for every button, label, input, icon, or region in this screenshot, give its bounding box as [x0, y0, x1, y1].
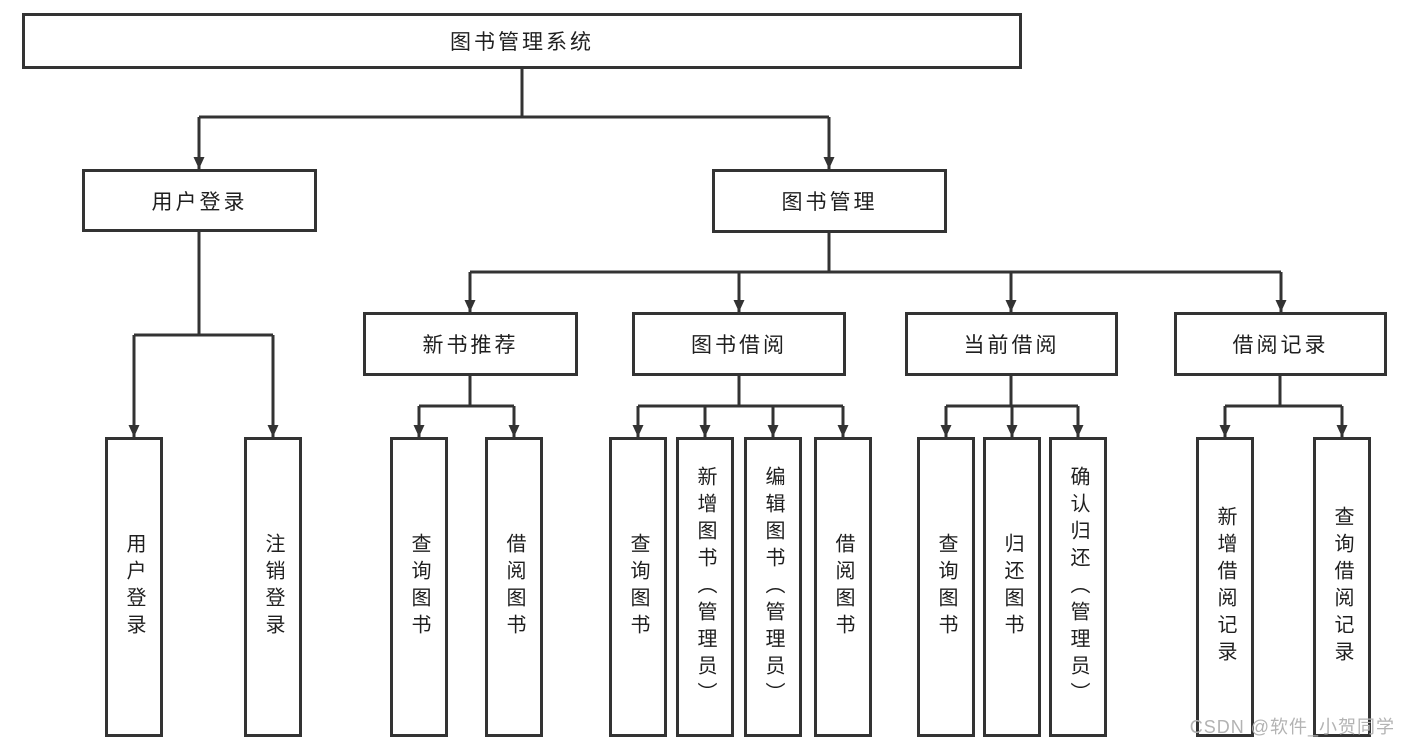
edge-arrows	[128, 117, 1348, 437]
leaf-query-books-borrow-label: 查询图书	[627, 533, 649, 641]
leaf-borrow-books-recommend: 借阅图书	[485, 437, 543, 737]
node-current-borrow: 当前借阅	[905, 312, 1118, 376]
leaf-query-books-recommend-label: 查询图书	[408, 533, 430, 641]
leaf-return-books: 归还图书	[983, 437, 1041, 737]
leaf-borrow-books-label: 借阅图书	[832, 533, 854, 641]
node-borrow-records-label: 借阅记录	[1232, 334, 1329, 357]
leaf-query-books-borrow: 查询图书	[609, 437, 667, 737]
node-root-system: 图书管理系统	[22, 13, 1022, 69]
leaf-borrow-books: 借阅图书	[814, 437, 872, 737]
node-user-login: 用户登录	[82, 169, 317, 232]
leaf-confirm-return-admin-label: 确认归还（管理员）	[1067, 465, 1089, 709]
leaf-query-books-recommend: 查询图书	[390, 437, 448, 737]
leaf-add-books-admin-label: 新增图书（管理员）	[694, 465, 716, 709]
node-book-management-label: 图书管理	[781, 191, 878, 214]
node-book-borrow: 图书借阅	[632, 312, 846, 376]
node-root-label: 图书管理系统	[450, 31, 594, 54]
node-new-book-recommend-label: 新书推荐	[422, 334, 519, 357]
leaf-add-books-admin: 新增图书（管理员）	[676, 437, 734, 737]
node-book-borrow-label: 图书借阅	[691, 334, 787, 357]
leaf-query-borrow-record: 查询借阅记录	[1313, 437, 1371, 737]
leaf-add-borrow-record: 新增借阅记录	[1196, 437, 1254, 737]
leaf-query-books-current: 查询图书	[917, 437, 975, 737]
leaf-user-login-label: 用户登录	[123, 533, 145, 641]
node-user-login-label: 用户登录	[151, 190, 248, 214]
leaf-return-books-label: 归还图书	[1001, 533, 1023, 641]
node-borrow-records: 借阅记录	[1174, 312, 1387, 376]
leaf-add-borrow-record-label: 新增借阅记录	[1214, 506, 1236, 668]
node-new-book-recommend: 新书推荐	[363, 312, 578, 376]
node-current-borrow-label: 当前借阅	[963, 334, 1060, 357]
leaf-query-books-current-label: 查询图书	[935, 533, 957, 641]
leaf-user-login: 用户登录	[105, 437, 163, 737]
leaf-edit-books-admin: 编辑图书（管理员）	[744, 437, 802, 737]
leaf-logout: 注销登录	[244, 437, 302, 737]
node-book-management: 图书管理	[712, 169, 947, 233]
csdn-watermark: CSDN @软件_小贺同学	[1189, 717, 1395, 737]
leaf-query-borrow-record-label: 查询借阅记录	[1331, 506, 1353, 668]
leaf-logout-label: 注销登录	[262, 533, 284, 641]
leaf-edit-books-admin-label: 编辑图书（管理员）	[762, 465, 784, 709]
leaf-confirm-return-admin: 确认归还（管理员）	[1049, 437, 1107, 737]
leaf-borrow-books-recommend-label: 借阅图书	[503, 533, 525, 641]
